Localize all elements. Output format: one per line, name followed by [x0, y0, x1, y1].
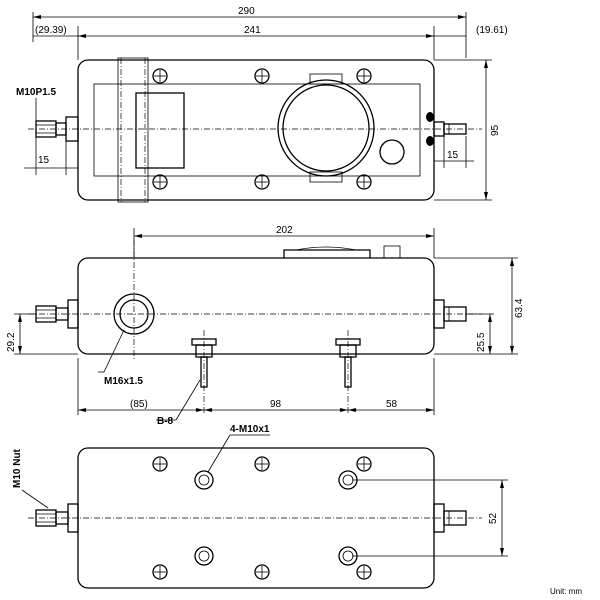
dim-spacing-98: 98 [270, 399, 282, 410]
bottom-view: 4-M10x1 M10 Nut 52 [12, 424, 508, 589]
dim-overall-length: 290 [238, 6, 255, 17]
right-fitting-bottom [433, 503, 467, 533]
top-panel [93, 83, 421, 177]
dim-fitting-right: 15 [447, 150, 459, 161]
gauge-bezel [277, 79, 375, 177]
dim-left-offset: (29.39) [35, 25, 67, 36]
unit-label: Unit: mm [550, 587, 582, 596]
dim-spacing-85: (85) [130, 399, 148, 410]
label-nut: M10 Nut [12, 448, 23, 488]
port-outer [113, 293, 155, 335]
bottom-screws [152, 456, 372, 580]
top-view: 290 241 (29.39) (19.61) [16, 6, 508, 203]
right-fitting-top [433, 121, 467, 137]
dim-spacing-58: 58 [386, 399, 398, 410]
label-thread-left: M10P1.5 [16, 87, 56, 98]
label-port-thread: M16x1.5 [104, 376, 143, 387]
dim-center-height-left: 29.2 [6, 332, 17, 352]
knob [379, 139, 405, 165]
dim-body-length: 241 [244, 25, 261, 36]
dim-height-top: 95 [490, 124, 501, 136]
dim-height-total: 63.4 [514, 298, 525, 318]
dim-right-offset: (19.61) [476, 25, 508, 36]
label-mount-holes: 4-M10x1 [230, 424, 270, 435]
dim-height-right: 25.5 [476, 332, 487, 352]
screw-heads [152, 68, 372, 190]
display-window [135, 92, 185, 169]
dim-hole-pitch: 52 [488, 512, 499, 524]
clamp-band [117, 57, 149, 203]
left-fitting-bottom [35, 503, 79, 533]
side-view: 202 [6, 225, 525, 427]
dim-fitting-left: 15 [38, 155, 50, 166]
label-bolt: B-8 [157, 416, 174, 427]
dim-length-202: 202 [276, 225, 293, 236]
side-body-outline [77, 257, 435, 355]
